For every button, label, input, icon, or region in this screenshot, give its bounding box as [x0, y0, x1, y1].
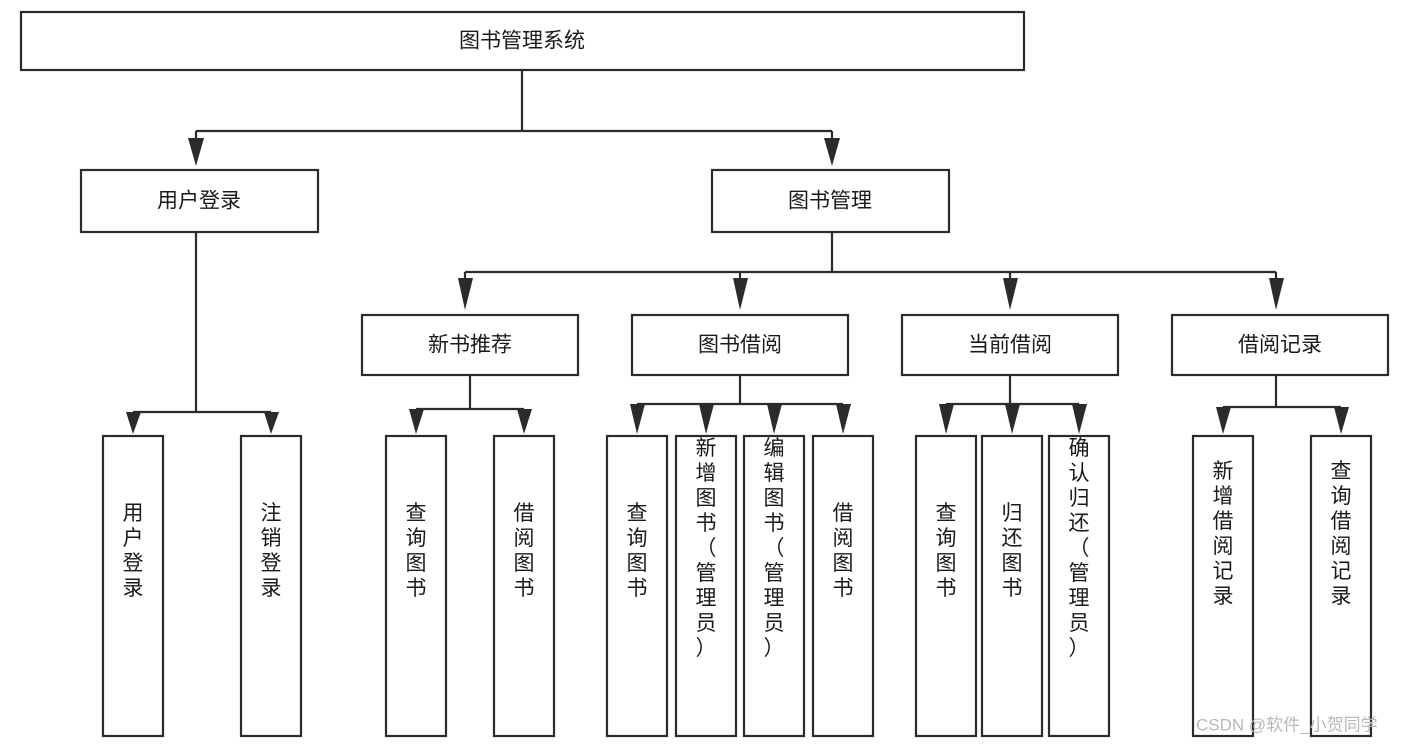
node-leaf-query-record-label: 查询借阅记录: [1331, 460, 1352, 608]
node-new-book-recommend[interactable]: 新书推荐: [360, 313, 580, 377]
node-leaf-add-book-label: 新增图书（管理员）: [696, 437, 717, 660]
node-leaf-logout-login[interactable]: 注销登录: [239, 434, 303, 738]
node-leaf-borrow-book-2-label: 借阅图书: [833, 502, 854, 600]
node-leaf-confirm-return-box[interactable]: [1047, 434, 1111, 738]
watermark-label: CSDN @软件_小贺同学: [1196, 715, 1378, 734]
arrow-head-leaf-add-book: [699, 404, 714, 434]
node-leaf-borrow-book-2-box[interactable]: [811, 434, 875, 738]
node-leaf-query-book-2[interactable]: 查询图书: [605, 434, 669, 738]
node-book-borrow-label: 图书借阅: [698, 334, 782, 357]
arrow-head-leaf-logout-login: [264, 412, 279, 434]
node-leaf-user-login-box[interactable]: [101, 434, 165, 738]
node-leaf-return-book[interactable]: 归还图书: [980, 434, 1044, 738]
node-borrow-record[interactable]: 借阅记录: [1170, 313, 1390, 377]
connector-group: [126, 70, 1349, 434]
node-leaf-logout-login-label: 注销登录: [261, 502, 282, 600]
node-user-login-label: 用户登录: [157, 190, 241, 213]
node-leaf-borrow-book-2[interactable]: 借阅图书: [811, 434, 875, 738]
node-book-management-label: 图书管理: [788, 190, 872, 213]
arrow-head-leaf-edit-book: [767, 404, 782, 434]
arrow-head-leaf-confirm-return: [1072, 404, 1087, 434]
arrow-head-user-login: [188, 138, 204, 166]
node-leaf-user-login-label: 用户登录: [123, 502, 144, 600]
node-leaf-borrow-book-1-box[interactable]: [492, 434, 556, 738]
arrow-head-leaf-return-book: [1005, 404, 1020, 434]
node-leaf-confirm-return-label: 确认归还（管理员）: [1069, 437, 1090, 660]
node-leaf-query-book-2-label: 查询图书: [627, 502, 648, 600]
node-new-book-recommend-box[interactable]: [360, 313, 580, 377]
node-leaf-confirm-return[interactable]: 确认归还（管理员）: [1047, 434, 1111, 738]
arrow-head-book-management: [824, 138, 840, 166]
arrow-head-leaf-add-record: [1216, 407, 1231, 434]
node-leaf-return-book-label: 归还图书: [1002, 502, 1023, 600]
node-leaf-add-book[interactable]: 新增图书（管理员）: [674, 434, 738, 738]
arrow-head-leaf-query-book-1: [409, 409, 424, 434]
node-leaf-query-book-1[interactable]: 查询图书: [384, 434, 448, 738]
node-root[interactable]: 图书管理系统: [19, 10, 1026, 72]
arrow-head-borrow-record: [1269, 278, 1284, 310]
node-leaf-query-book-3-box[interactable]: [914, 434, 978, 738]
arrow-head-leaf-borrow-book-1: [517, 409, 532, 434]
node-leaf-query-book-2-box[interactable]: [605, 434, 669, 738]
node-leaf-query-book-3[interactable]: 查询图书: [914, 434, 978, 738]
node-leaf-query-record[interactable]: 查询借阅记录: [1309, 434, 1373, 738]
node-leaf-query-book-3-label: 查询图书: [936, 502, 957, 600]
arrow-head-leaf-query-book-2: [630, 404, 645, 434]
node-leaf-add-record[interactable]: 新增借阅记录: [1191, 434, 1255, 738]
node-leaf-add-record-label: 新增借阅记录: [1213, 460, 1234, 608]
arrow-head-book-borrow: [733, 278, 748, 310]
node-leaf-query-book-1-label: 查询图书: [406, 502, 427, 600]
node-user-login[interactable]: 用户登录: [79, 168, 320, 234]
node-root-box[interactable]: [19, 10, 1026, 72]
node-book-management-box[interactable]: [710, 168, 951, 234]
arrow-head-leaf-query-book-3: [939, 404, 954, 434]
node-user-login-box[interactable]: [79, 168, 320, 234]
arrow-head-leaf-query-record: [1334, 407, 1349, 434]
node-leaf-edit-book-label: 编辑图书（管理员）: [764, 437, 785, 660]
node-leaf-return-book-box[interactable]: [980, 434, 1044, 738]
arrow-head-new-book-recommend: [458, 278, 473, 310]
node-leaf-logout-login-box[interactable]: [239, 434, 303, 738]
node-current-borrow-label: 当前借阅: [968, 334, 1052, 357]
node-leaf-query-book-1-box[interactable]: [384, 434, 448, 738]
node-borrow-record-label: 借阅记录: [1238, 334, 1322, 357]
node-new-book-recommend-label: 新书推荐: [428, 334, 512, 357]
node-leaf-edit-book-box[interactable]: [742, 434, 806, 738]
arrow-head-leaf-user-login: [126, 412, 141, 434]
node-borrow-record-box[interactable]: [1170, 313, 1390, 377]
arrow-head-leaf-borrow-book-2: [836, 404, 851, 434]
node-leaf-query-record-box[interactable]: [1309, 434, 1373, 738]
node-book-borrow[interactable]: 图书借阅: [630, 313, 850, 377]
node-book-management[interactable]: 图书管理: [710, 168, 951, 234]
node-leaf-add-book-box[interactable]: [674, 434, 738, 738]
arrow-head-current-borrow: [1003, 278, 1018, 310]
node-root-label: 图书管理系统: [459, 30, 585, 53]
node-leaf-borrow-book-1[interactable]: 借阅图书: [492, 434, 556, 738]
node-leaf-edit-book[interactable]: 编辑图书（管理员）: [742, 434, 806, 738]
node-leaf-add-record-box[interactable]: [1191, 434, 1255, 738]
node-current-borrow[interactable]: 当前借阅: [900, 313, 1120, 377]
node-leaf-borrow-book-1-label: 借阅图书: [514, 502, 535, 600]
node-leaf-user-login[interactable]: 用户登录: [101, 434, 165, 738]
node-book-borrow-box[interactable]: [630, 313, 850, 377]
node-current-borrow-box[interactable]: [900, 313, 1120, 377]
